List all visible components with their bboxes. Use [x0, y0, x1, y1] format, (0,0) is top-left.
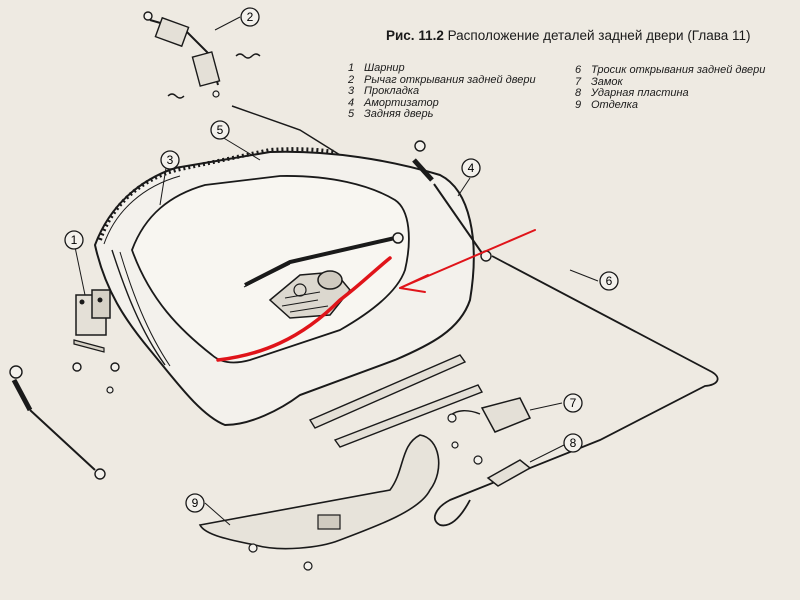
callout-5: 5	[210, 120, 230, 140]
svg-text:9: 9	[192, 496, 199, 510]
figure-label: Рис. 11.2	[386, 28, 444, 43]
callout-4: 4	[461, 158, 481, 178]
tailgate-window-frame	[131, 175, 410, 364]
svg-text:5: 5	[217, 123, 224, 137]
figure-caption: Рис. 11.2 Расположение деталей задней дв…	[386, 28, 751, 43]
trim-panel	[198, 434, 440, 550]
lock	[447, 397, 532, 449]
callout-2: 2	[240, 7, 260, 27]
callout-3: 3	[160, 150, 180, 170]
callout-7: 7	[563, 393, 583, 413]
svg-text:7: 7	[570, 396, 577, 410]
figure-title: Расположение деталей задней двери (Глава…	[447, 28, 751, 43]
opening-lever	[143, 11, 261, 99]
svg-text:8: 8	[570, 436, 577, 450]
callout-9: 9	[185, 493, 205, 513]
callouts: 1 2 3 4 5 6 7 8 9	[64, 7, 619, 513]
weatherstrip-seal	[98, 147, 336, 241]
gas-strut-right	[412, 140, 492, 262]
red-arrow-head	[399, 274, 429, 293]
striker-plate	[473, 455, 532, 487]
callout-8: 8	[563, 433, 583, 453]
wiper-arm	[244, 236, 396, 287]
svg-text:4: 4	[468, 161, 475, 175]
wiper-motor	[268, 270, 351, 319]
svg-text:6: 6	[606, 274, 613, 288]
svg-text:2: 2	[247, 10, 254, 24]
red-underline	[216, 256, 392, 362]
svg-text:1: 1	[71, 233, 78, 247]
release-cable	[433, 255, 719, 527]
callout-1: 1	[64, 230, 84, 250]
hinge	[73, 289, 111, 353]
red-annotation	[216, 229, 536, 362]
callout-6: 6	[599, 271, 619, 291]
gas-strut-left	[9, 365, 106, 480]
svg-text:3: 3	[167, 153, 174, 167]
